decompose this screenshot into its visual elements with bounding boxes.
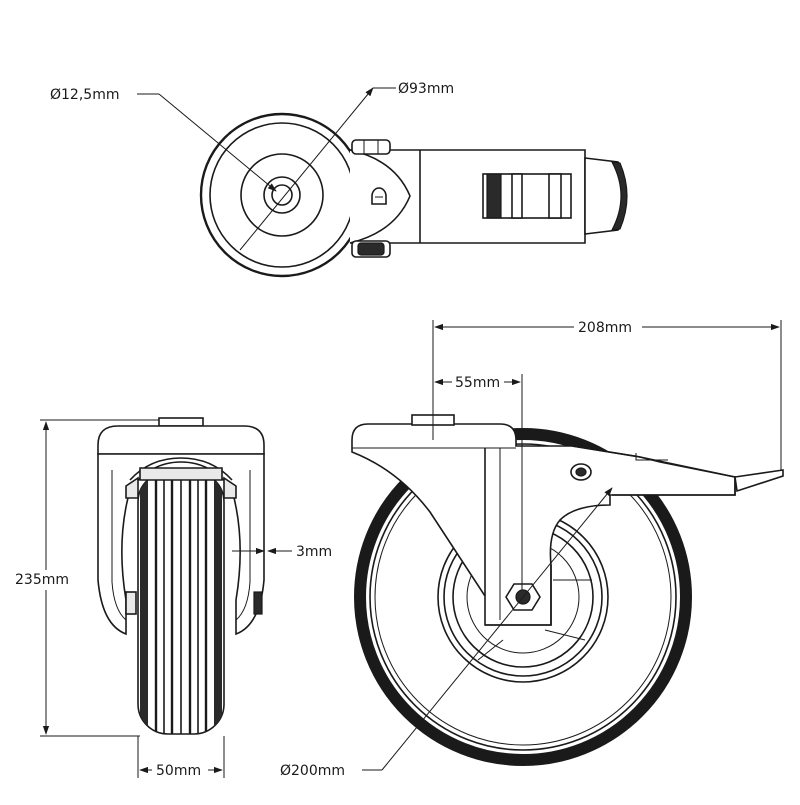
top-plate-outline <box>199 112 365 278</box>
bolt-hole-outer <box>263 176 301 214</box>
front-fork <box>97 453 265 636</box>
front-top-plate <box>97 425 265 455</box>
dim-wheel-diameter: Ø200mm <box>280 487 613 779</box>
top-plate-center-ring <box>240 153 324 237</box>
dim-top-plate: Ø93mm <box>239 81 454 251</box>
top-plate-inner-ring <box>209 122 355 268</box>
total-offset-label: 208mm <box>578 320 632 336</box>
bolt-hole-diameter-label: Ø12,5mm <box>50 87 119 103</box>
wheel-diameter-label: Ø200mm <box>280 763 345 779</box>
dim-bolt-hole: Ø12,5mm <box>50 87 277 192</box>
swivel-offset-label: 55mm <box>455 375 500 391</box>
top-body <box>349 139 628 258</box>
side-fork <box>351 423 736 626</box>
dim-total-offset: 208mm <box>432 320 782 470</box>
fork-clearance-label: 3mm <box>296 544 332 560</box>
side-view: 208mm 55mm Ø200mm <box>280 320 784 779</box>
top-plate-diameter-label: Ø93mm <box>398 81 454 97</box>
brake-pedal <box>734 469 784 493</box>
dim-swivel-offset: 55mm <box>434 374 523 590</box>
dim-fork-clearance: 3mm <box>232 544 332 560</box>
wheel-width-label: 50mm <box>156 763 201 779</box>
top-view: Ø12,5mm Ø93mm <box>50 81 628 278</box>
dim-total-height: 235mm <box>15 419 159 737</box>
total-height-label: 235mm <box>15 572 69 588</box>
dim-wheel-width: 50mm <box>137 736 225 779</box>
front-view: 235mm 3mm 50mm <box>15 417 332 779</box>
bolt-hole <box>271 184 293 206</box>
